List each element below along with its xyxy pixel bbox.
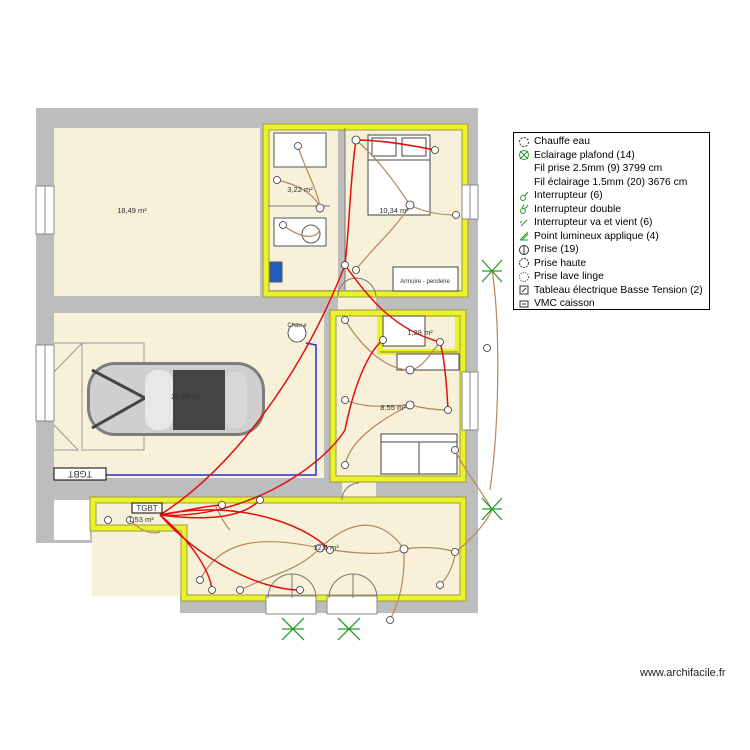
legend-label: Prise (19) <box>534 244 579 256</box>
area-room-wc: 1,28 m² <box>407 328 433 337</box>
car-icon <box>87 362 265 436</box>
legend-label: Tableau électrique Basse Tension (2) <box>534 284 703 296</box>
floor-corridor <box>338 296 376 313</box>
area-room-bathroom: 3,22 m² <box>287 185 313 194</box>
legend-label: Fil prise 2.5mm (9) 3799 cm <box>534 163 663 175</box>
legend-label: Eclairage plafond (14) <box>534 149 635 161</box>
watermark: www.archifacile.fr <box>640 667 726 679</box>
legend-item: Point lumineux applique (4) <box>517 230 709 244</box>
area-room-small: 1,53 m² <box>128 515 154 524</box>
panel-bottom: TGBT <box>131 502 163 514</box>
legend-item: Fil éclairage 1.5mm (20) 3676 cm <box>517 176 709 190</box>
area-room-living: 8,55 m² <box>380 403 406 412</box>
outlet-icon <box>517 244 531 256</box>
two-way-switch-icon <box>517 217 531 229</box>
blue-conduit <box>56 342 317 476</box>
legend-item: Interrupteur double <box>517 203 709 217</box>
power-wire-icon <box>517 163 531 175</box>
ceiling-light-icon <box>517 149 531 161</box>
floor-entry <box>54 500 90 540</box>
area-room-garage: 23,04 m² <box>171 392 201 401</box>
legend-item: Interrupteur va et vient (6) <box>517 216 709 230</box>
legend-label: Prise lave linge <box>534 271 604 283</box>
device-markers <box>104 135 491 624</box>
double-switch-icon <box>517 203 531 215</box>
heater-label: Chau e <box>287 323 307 329</box>
wardrobe <box>392 266 459 292</box>
area-room-top-left: 18,49 m² <box>117 206 147 215</box>
window-mullions <box>44 185 471 430</box>
light-wire-icon <box>517 176 531 188</box>
washer-outlet-icon <box>517 271 531 283</box>
panel-icon <box>517 284 531 296</box>
panel-garage-label: TGBT <box>67 469 92 479</box>
legend-item: VMC caisson <box>517 297 709 311</box>
french-doors <box>267 277 378 599</box>
sofa <box>380 433 458 475</box>
legend-item: Interrupteur (6) <box>517 189 709 203</box>
floor-corridor-2 <box>342 479 376 500</box>
legend-label: Chauffe eau <box>534 136 590 148</box>
legend-item: Prise haute <box>517 257 709 271</box>
vmc-icon <box>517 298 531 310</box>
room-areas: 18,49 m² 3,22 m² 10,34 m² 23,04 m² 1,28 … <box>117 185 433 552</box>
legend-label: Interrupteur double <box>534 203 622 215</box>
legend-item: Prise (19) <box>517 243 709 257</box>
window-light-markers <box>281 259 503 641</box>
legend-label: Prise haute <box>534 257 587 269</box>
legend-item: Prise lave linge <box>517 270 709 284</box>
area-room-bedroom: 10,34 m² <box>379 206 409 215</box>
legend-item: Eclairage plafond (14) <box>517 149 709 163</box>
heater-icon <box>517 136 531 148</box>
legend-item: Chauffe eau <box>517 135 709 149</box>
legend-label: VMC caisson <box>534 298 595 310</box>
power-wires <box>159 139 449 591</box>
switch-icon <box>517 190 531 202</box>
wall-light-icon <box>517 230 531 242</box>
panel-bottom-label: TGBT <box>136 504 157 513</box>
legend-item: Fil prise 2.5mm (9) 3799 cm <box>517 162 709 176</box>
legend: Chauffe eau Eclairage plafond (14) Fil p… <box>513 132 710 310</box>
area-room-bottom: 12,6 m² <box>313 543 339 552</box>
high-outlet-icon <box>517 257 531 269</box>
wardrobe-label: Armoire - penderie <box>400 279 450 285</box>
legend-label: Interrupteur (6) <box>534 190 603 202</box>
legend-label: Fil éclairage 1.5mm (20) 3676 cm <box>534 176 688 188</box>
legend-item: Tableau électrique Basse Tension (2) <box>517 284 709 298</box>
legend-label: Interrupteur va et vient (6) <box>534 217 653 229</box>
floor-top-left <box>54 128 260 296</box>
bed <box>367 134 431 216</box>
panel-garage: TGBT <box>53 467 107 481</box>
legend-label: Point lumineux applique (4) <box>534 230 659 242</box>
